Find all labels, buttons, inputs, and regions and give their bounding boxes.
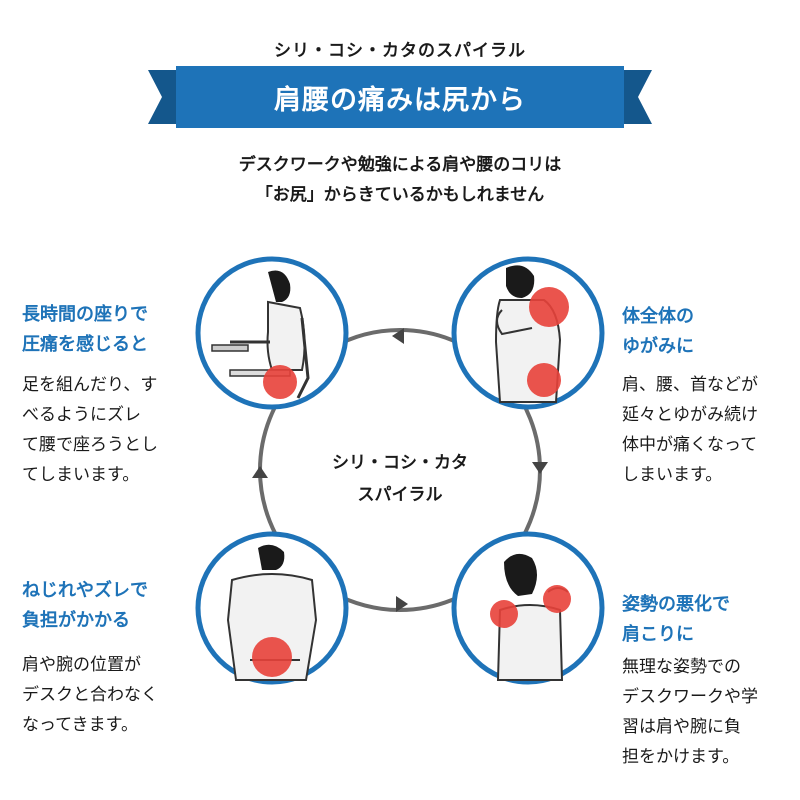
pain-spot-neck <box>543 585 571 613</box>
tag-hip: お尻 <box>22 262 108 290</box>
shoulder-illustration <box>454 534 602 682</box>
pain-spot-waist <box>252 637 292 677</box>
tag-shoulder: 肩 <box>622 546 708 574</box>
waist-description: 肩や腕の位置が デスクと合わなく なってきます。 <box>22 650 158 740</box>
tag-waist: 腰 <box>22 546 108 574</box>
hip-heading: 長時間の座りで 圧痛を感じると <box>22 300 148 360</box>
waist-heading: ねじれやズレで 負担がかかる <box>22 576 148 636</box>
shoulder-heading: 姿勢の悪化で 肩こりに <box>622 590 730 650</box>
body-description: 肩、腰、首などが 延々とゆがみ続け 体中が痛くなって しまいます。 <box>622 370 758 490</box>
pain-spot-shoulder-back <box>529 287 569 327</box>
hip-illustration <box>198 259 346 407</box>
pain-spot-hip <box>263 365 297 399</box>
center-label-line-1: シリ・コシ・カタ <box>300 448 500 473</box>
center-label-line-2: スパイラル <box>300 480 500 505</box>
body-heading: 体全体の ゆがみに <box>622 302 694 362</box>
arrow-up-icon <box>532 462 548 474</box>
shoulder-description: 無理な姿勢での デスクワークや学 習は肩や腕に負 担をかけます。 <box>622 652 758 772</box>
pain-spot-shoulder <box>490 600 518 628</box>
waist-illustration <box>198 534 346 682</box>
body-illustration <box>454 259 602 407</box>
tag-whole-body: 全体 <box>622 262 708 290</box>
hip-description: 足を組んだり、す べるようにズレ て腰で座ろうとし てしまいます。 <box>22 370 158 490</box>
arrow-down-icon <box>252 466 268 478</box>
pain-spot-lower-back <box>527 363 561 397</box>
